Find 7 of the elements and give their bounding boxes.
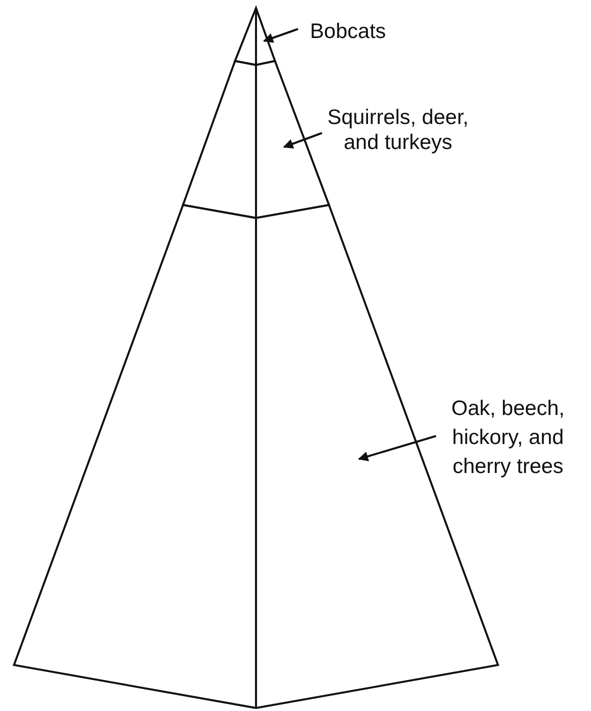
label-text: Oak, beech, hickory, and cherry trees bbox=[450, 396, 566, 480]
arrow bbox=[358, 435, 436, 462]
arrow bbox=[263, 28, 298, 43]
label-text: Bobcats bbox=[309, 20, 387, 44]
label-text: Squirrels, deer, and turkeys bbox=[326, 105, 470, 155]
pyramid-level bbox=[182, 60, 330, 220]
arrow bbox=[283, 132, 322, 149]
